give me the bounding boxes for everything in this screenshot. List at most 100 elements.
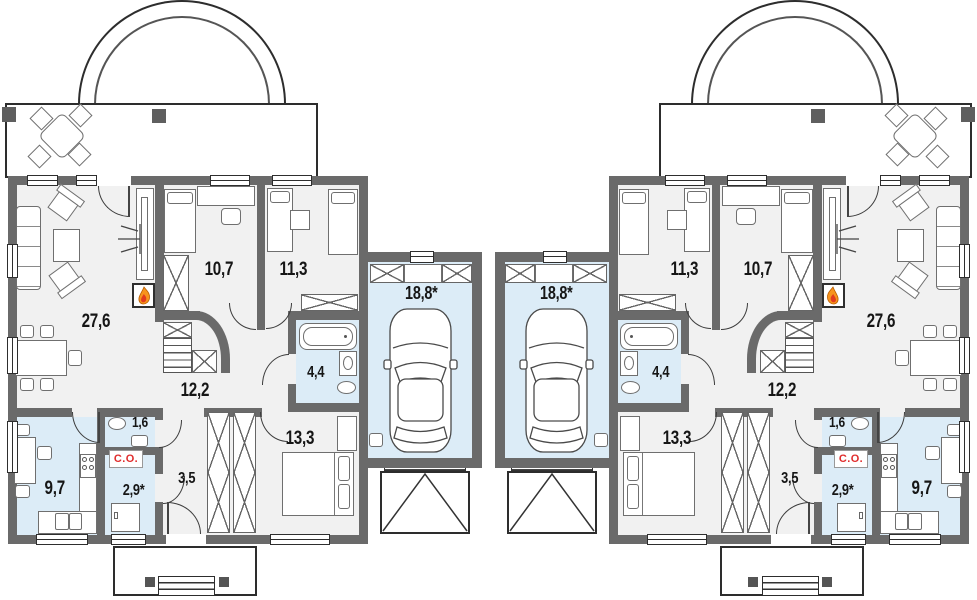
porch-steps	[158, 576, 215, 596]
fireplace	[822, 283, 845, 308]
burner	[82, 457, 87, 462]
hall-wardrobe	[721, 412, 744, 533]
pillow	[784, 192, 810, 204]
room-area-label-boiler: 2,9*	[832, 482, 854, 499]
central-heating-badge: C.O.	[834, 450, 868, 468]
chair	[895, 350, 909, 366]
room-area-label-kitchen: 9,7	[911, 478, 933, 499]
garage-wall	[495, 458, 613, 468]
chair	[221, 208, 241, 225]
desk	[290, 210, 310, 230]
door-leaf	[877, 412, 879, 443]
wall	[8, 176, 368, 185]
chair	[736, 208, 756, 225]
room-area-label-bedroom-c: 13,3	[285, 428, 315, 449]
terrace-pillar	[811, 109, 825, 123]
room-area-label-bedroom-a: 10,7	[743, 259, 773, 280]
wall	[609, 176, 618, 544]
burner	[890, 465, 895, 470]
bathtub-drain	[344, 335, 347, 338]
pillow	[687, 191, 707, 203]
chair	[943, 325, 957, 338]
room-area-label-living: 27,6	[81, 311, 111, 332]
room-area-label-bathroom: 4,4	[652, 364, 670, 381]
stairs	[785, 338, 814, 373]
chair	[15, 485, 30, 498]
window	[831, 534, 866, 545]
wall	[814, 455, 822, 474]
pillow	[167, 192, 193, 204]
wall	[814, 502, 822, 535]
wall	[97, 408, 105, 535]
bedroom-a-wardrobe	[788, 255, 814, 311]
chair	[923, 378, 937, 391]
wc-toilet	[131, 435, 148, 447]
tv-cabinet-inner	[829, 197, 836, 271]
chair	[37, 446, 52, 460]
terrace-pillar	[961, 107, 975, 122]
boiler-handle	[859, 512, 863, 519]
room-area-label-garage: 18,8*	[404, 282, 438, 303]
wc-toilet	[829, 435, 846, 447]
garage-shelf	[404, 264, 442, 283]
window	[959, 244, 970, 278]
fireplace	[132, 283, 155, 308]
window	[880, 175, 901, 186]
window	[727, 175, 767, 186]
window	[7, 244, 18, 278]
garage-heater	[594, 433, 608, 447]
chair	[943, 378, 957, 391]
desk	[197, 186, 255, 206]
door-leaf	[167, 502, 169, 534]
room-area-label-bedroom-b: 11,3	[670, 259, 698, 280]
terrace-door-opening	[97, 175, 131, 186]
room-area-label-bedroom-b: 11,3	[279, 259, 307, 280]
kitchen-sink	[55, 513, 69, 530]
wall	[290, 311, 359, 320]
wall	[155, 311, 200, 320]
window	[272, 175, 312, 186]
wall	[813, 185, 822, 322]
garage-shelf	[505, 264, 535, 283]
garage-shelf	[442, 264, 472, 283]
wc-sink	[851, 417, 869, 430]
wall	[618, 311, 687, 320]
wall	[105, 408, 163, 417]
porch-steps	[762, 576, 819, 596]
window	[76, 175, 97, 186]
understairs-storage	[760, 350, 785, 373]
garage-shelf	[370, 264, 404, 283]
burner	[89, 457, 94, 462]
garage-heater	[369, 433, 383, 447]
pillow	[331, 192, 355, 204]
wall	[155, 455, 163, 474]
pillow	[627, 456, 639, 481]
terrace-pillar	[152, 109, 166, 123]
room-area-label-boiler: 2,9*	[123, 482, 145, 499]
room-area-label-bedroom-c: 13,3	[662, 428, 692, 449]
wall	[359, 176, 368, 544]
wall	[814, 408, 822, 420]
room-area-label-hall: 12,2	[767, 380, 797, 401]
window	[111, 534, 146, 545]
dresser	[337, 416, 357, 451]
window	[7, 337, 18, 374]
room-area-label-hall: 12,2	[180, 380, 210, 401]
front-door-opening	[166, 534, 206, 545]
bedroom-b-wardrobe	[619, 294, 676, 311]
garage-wall	[472, 252, 482, 468]
wall	[288, 384, 296, 412]
bedroom-a-wardrobe	[163, 255, 189, 311]
window	[647, 534, 707, 545]
dining-table	[910, 340, 962, 376]
window	[959, 337, 970, 374]
desk	[667, 210, 687, 230]
door-leaf	[808, 502, 810, 534]
unit-right: 27,6 10,7 11,3 12,2 4,4 13,3 9,7 1,6 2,9…	[487, 0, 977, 600]
wall	[618, 403, 689, 412]
window	[270, 534, 330, 545]
door-leaf	[128, 186, 130, 217]
wall	[155, 185, 164, 322]
front-door-opening	[771, 534, 811, 545]
